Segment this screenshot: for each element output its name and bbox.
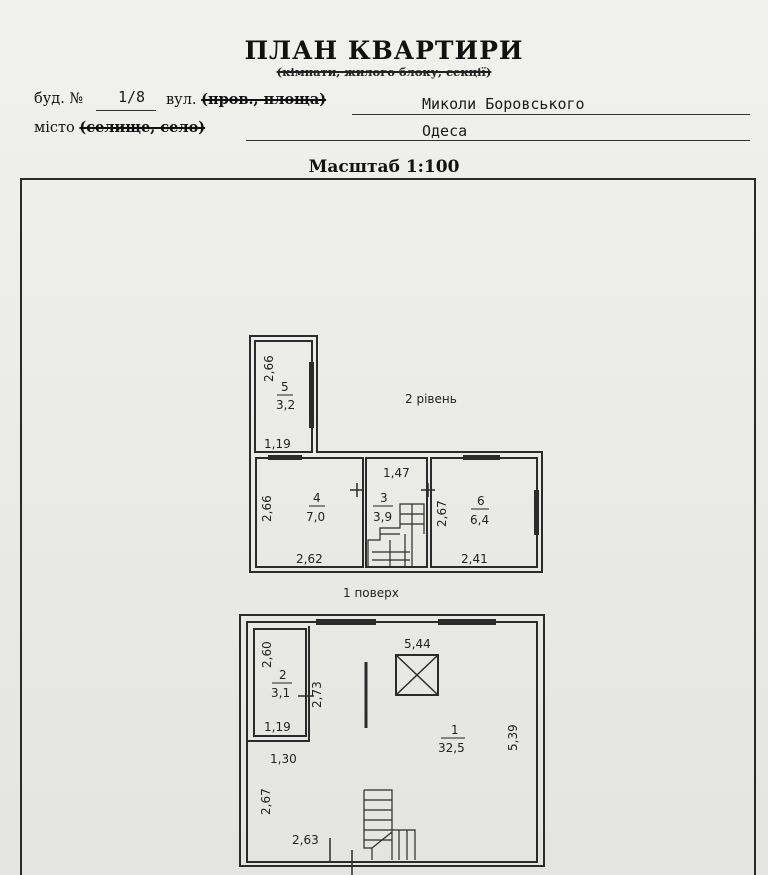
level2-outline	[249, 335, 543, 573]
window-r4	[268, 455, 302, 460]
partition-r1	[247, 626, 310, 742]
room2-number: 2	[279, 668, 287, 682]
window-r6-side	[534, 490, 539, 535]
room4-area: 7,0	[306, 510, 325, 524]
entry-door-mark	[329, 838, 353, 875]
dim-r6-height: 2,67	[435, 500, 449, 527]
door-tick-r4	[350, 483, 364, 497]
dim-r1-bottom: 2,63	[292, 833, 319, 847]
room2-outline	[253, 628, 307, 737]
shaft-cross	[395, 654, 439, 696]
scale-label: Масштаб 1:100	[308, 157, 460, 177]
room3-outline	[365, 457, 428, 568]
city-label-row: місто (селище, село)	[34, 119, 205, 136]
subtitle-struck-text: (кімнати, жилого блоку, секції)	[276, 65, 492, 79]
dim-r5-width: 1,19	[264, 437, 291, 451]
dim-r6-width: 2,41	[461, 552, 488, 566]
room6-number: 6	[477, 494, 485, 508]
level1-label: 1 поверх	[343, 586, 399, 600]
plan-frame	[20, 178, 756, 875]
room1-number: 1	[451, 723, 459, 737]
street-value: Миколи Боровського	[422, 95, 585, 113]
city-underline	[246, 140, 750, 141]
shaft-box	[395, 654, 439, 696]
city-value: Одеса	[422, 122, 468, 140]
room5-number: 5	[281, 380, 289, 394]
room4-outline	[255, 457, 364, 568]
document-subtitle: (кімнати, жилого блоку, секції)	[0, 65, 768, 79]
window-r6-top	[463, 455, 500, 460]
street-label: вул.	[166, 92, 197, 108]
dim-r1-top: 5,44	[404, 637, 431, 651]
street-label-row: вул. (пров., площа)	[166, 91, 326, 108]
city-label: місто	[34, 120, 75, 136]
street-type-struck: (пров., площа)	[201, 91, 327, 108]
stairs-l2	[367, 503, 425, 566]
dim-r4-width: 2,62	[296, 552, 323, 566]
document-title: ПЛАН КВАРТИРИ	[244, 36, 524, 65]
building-row: буд. №	[34, 91, 83, 107]
dim-r2-height: 2,60	[260, 641, 274, 668]
door-tick-r6	[421, 483, 435, 497]
building-underline	[96, 110, 156, 111]
window-l1-a	[316, 619, 376, 625]
dim-r4-height: 2,66	[260, 495, 274, 522]
dim-r5-height: 2,66	[262, 355, 276, 382]
dim-r1-side: 5,39	[506, 724, 520, 751]
dim-r1-inner: 1,30	[270, 752, 297, 766]
room4-number: 4	[313, 491, 321, 505]
dim-r2-side: 2,73	[310, 681, 324, 708]
room3-number: 3	[380, 491, 388, 505]
window-l1-b	[438, 619, 496, 625]
window-r5	[309, 362, 314, 428]
room2-area: 3,1	[271, 686, 290, 700]
dim-r2-width: 1,19	[264, 720, 291, 734]
dim-r1-left: 2,67	[259, 788, 273, 815]
room1-area: 32,5	[438, 741, 465, 755]
stairs-l1	[363, 789, 416, 860]
room5-area: 3,2	[276, 398, 295, 412]
room3-area: 3,9	[373, 510, 392, 524]
city-type-struck: (селище, село)	[79, 119, 206, 136]
street-underline	[352, 114, 750, 115]
r2-door-tick	[298, 688, 314, 704]
building-number-value: 1/8	[118, 88, 146, 106]
room6-area: 6,4	[470, 513, 489, 527]
level1-outline	[239, 614, 545, 867]
building-label: буд. №	[34, 91, 84, 107]
dim-r3-width: 1,47	[383, 466, 410, 480]
level2-label: 2 рівень	[405, 392, 457, 406]
